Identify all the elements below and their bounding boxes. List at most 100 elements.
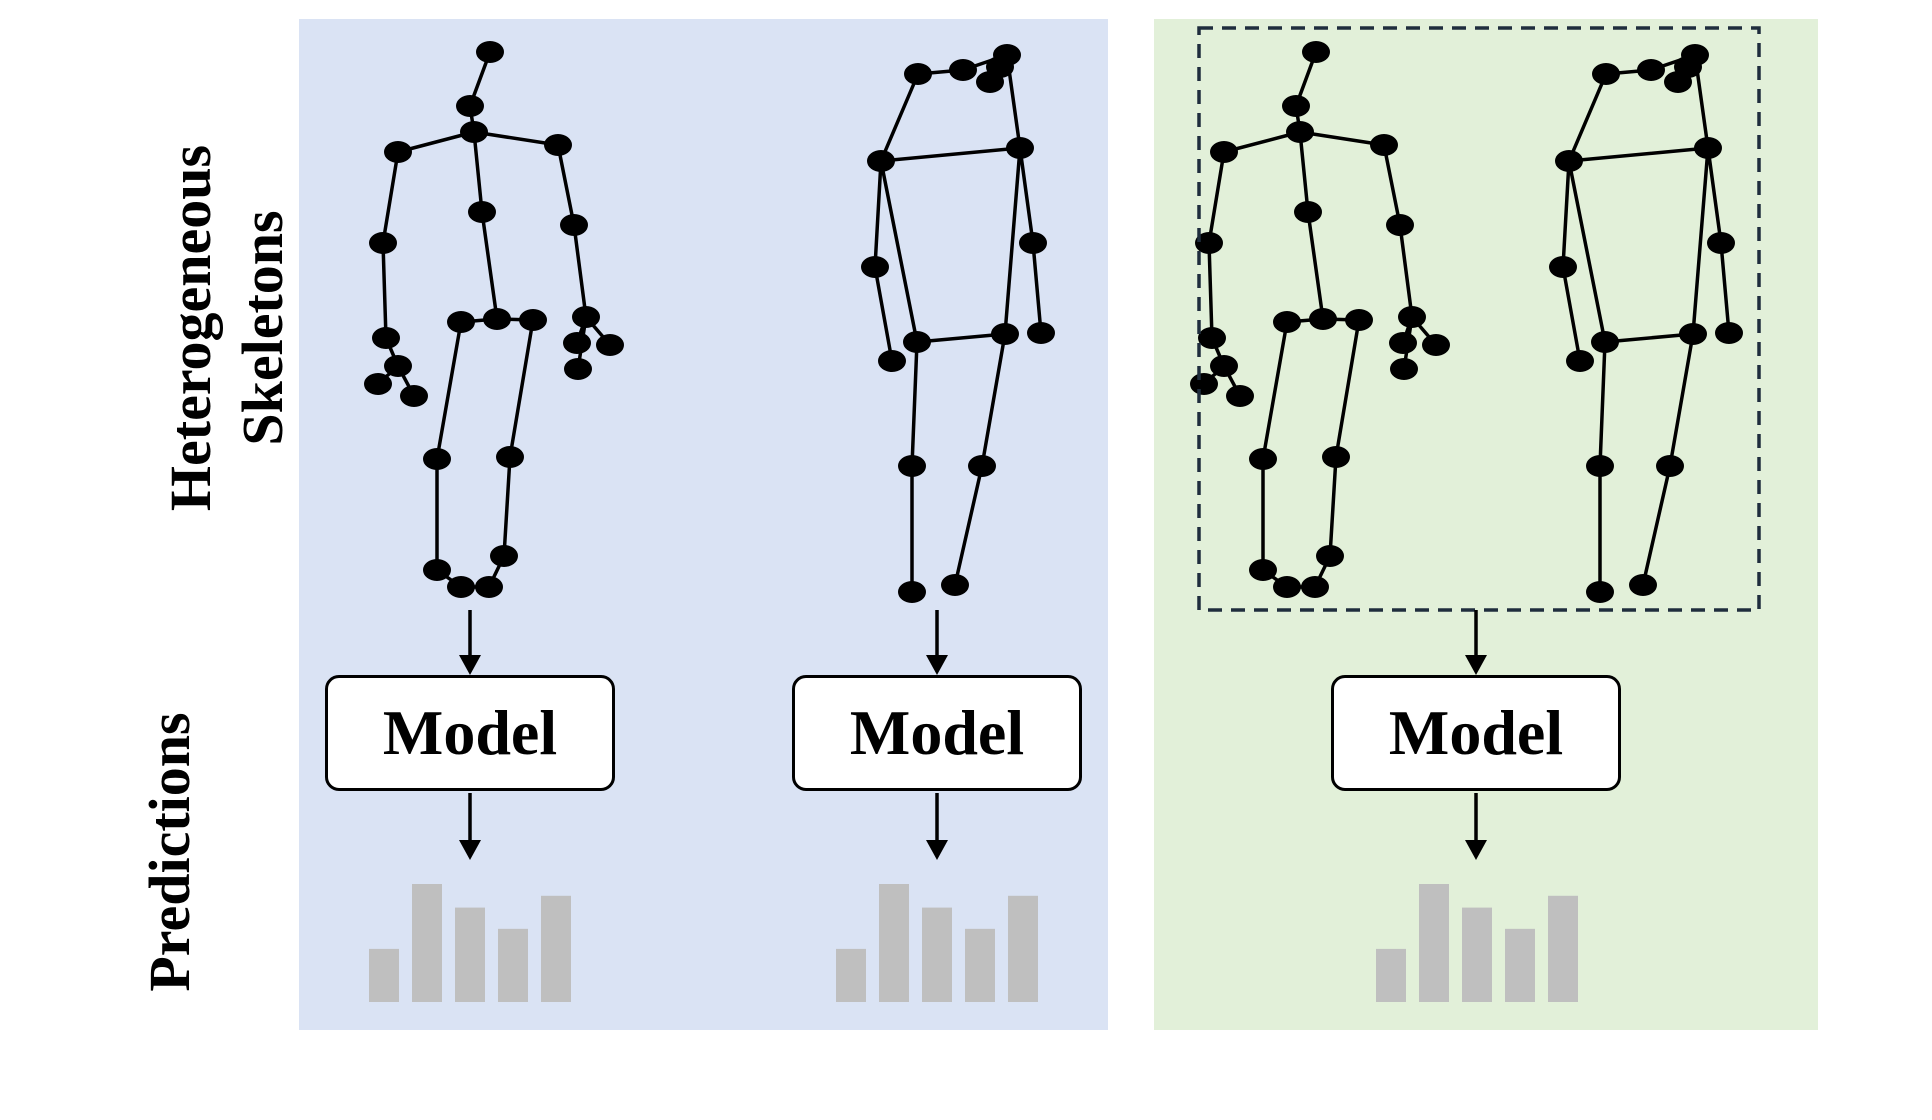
skeleton-b-left-bone-4 [879,146,1022,163]
skeleton-b-left-bone-12 [910,340,919,468]
predictions-1-bar-4 [541,895,571,1002]
skeleton-a-left-joint-24 [475,576,503,598]
skeleton-a-right-joint-6 [1195,232,1223,254]
skeleton-b-right-joint-7 [1549,256,1577,278]
skeleton-a-left-joint-16 [447,311,475,333]
skeleton-a-right-joint-1 [1282,95,1310,117]
skeleton-a-left-joint-13 [563,332,591,354]
model-box-3: Model [1331,675,1621,791]
skeleton-b-left-bone-8 [1031,241,1043,335]
skeleton-b-left-bone-5 [873,159,883,269]
skeleton-b-left-joint-4 [986,56,1014,78]
skeleton-a-left-joint-2 [460,121,488,143]
skeleton-b-right-joint-0 [1592,63,1620,85]
skeleton-a-left-bone-22 [502,455,512,558]
arrow-skeleton-to-model-1-head [459,655,481,675]
skeleton-b-right-bone-3 [1567,72,1608,163]
skeleton-b-right-bone-10 [1691,146,1710,336]
skeleton-b-right-joint-13 [1586,455,1614,477]
skeleton-a-right-bone-15 [1306,210,1325,321]
skeleton-a-left-joint-1 [456,95,484,117]
skeleton-b-right-joint-11 [1591,331,1619,353]
skeleton-b-left-bone-3 [879,72,920,163]
skeleton-a-right-bone-4 [1298,130,1310,214]
predictions-2-bar-0 [836,948,866,1002]
skeleton-a-right-bone-21 [1334,318,1361,459]
skeleton-a-left-bone-15 [480,210,499,321]
skeleton-b-right-joint-8 [1707,232,1735,254]
skeleton-a-right-joint-22 [1316,545,1344,567]
skeleton-a-right-bone-18 [1261,320,1289,461]
skeleton-b-right-joint-10 [1715,322,1743,344]
skeleton-a-right-joint-21 [1249,559,1277,581]
predictions-3-bar-4 [1548,895,1578,1002]
skeleton-b-left-joint-16 [941,574,969,596]
skeleton-b-left-joint-1 [949,59,977,81]
skeleton-a-right-joint-11 [1190,373,1218,395]
skeleton-a-left-joint-18 [519,309,547,331]
skeleton-a-right-joint-8 [1198,327,1226,349]
skeleton-a-right-joint-20 [1322,446,1350,468]
skeleton-a-left-bone-4 [472,130,484,214]
skeleton-b-left-joint-13 [898,455,926,477]
skeleton-a-left-joint-8 [372,327,400,349]
model-box-2: Model [792,675,1082,791]
skeleton-a-left-joint-9 [572,306,600,328]
skeleton-a-right-joint-18 [1345,309,1373,331]
skeleton-b-right-bone-7 [1706,146,1723,245]
skeleton-a-left-joint-3 [384,141,412,163]
skeleton-a-left-joint-12 [400,385,428,407]
skeleton-a-right-joint-17 [1309,308,1337,330]
predictions-3-bar-1 [1419,884,1449,1002]
skeleton-a-left-bone-6 [381,241,388,340]
skeleton-a-right-joint-0 [1302,41,1330,63]
skeleton-b-left-bone-7 [1018,146,1035,245]
skeleton-b-right-joint-15 [1586,581,1614,603]
skeleton-a-right-joint-16 [1273,311,1301,333]
skeleton-a-right-joint-23 [1273,576,1301,598]
skeleton-a-left-joint-6 [369,232,397,254]
skeleton-b-left-bone-6 [873,265,894,363]
skeleton-a-right-bone-11 [1398,223,1414,319]
predictions-2-bar-4 [1008,895,1038,1002]
arrow-model-2-to-predictions-head [926,840,948,860]
skeleton-b-right-bone-8 [1719,241,1731,335]
skeleton-b-right-joint-5 [1555,150,1583,172]
predictions-3-bar-2 [1462,907,1492,1002]
arrow-skeleton-to-model-2-head [926,655,948,675]
skeleton-b-left-bone-10 [1003,146,1022,336]
skeleton-a-left-bone-10 [556,143,576,227]
skeleton-b-right-joint-14 [1656,455,1684,477]
arrow-model-3-to-predictions-head [1465,840,1487,860]
dashed-group-box [1197,26,1761,612]
skeleton-a-left-joint-23 [447,576,475,598]
skeleton-a-left-joint-20 [496,446,524,468]
skeleton-b-left-joint-15 [898,581,926,603]
arrow-model-1-to-predictions-head [459,840,481,860]
predictions-1-bar-3 [498,928,528,1002]
skeleton-a-right-joint-15 [1390,358,1418,380]
skeleton-b-left-joint-11 [903,331,931,353]
skeleton-a-right-joint-5 [1294,201,1322,223]
skeleton-a-left-joint-4 [544,134,572,156]
skeleton-a-left-joint-10 [384,355,412,377]
skeleton-a-left-joint-5 [468,201,496,223]
skeleton-b-right-bone-15 [1641,464,1672,587]
predictions-3-bar-0 [1376,948,1406,1002]
predictions-2-bar-2 [922,907,952,1002]
skeleton-a-left-joint-11 [364,373,392,395]
skeleton-b-left-bone-11 [915,332,1007,344]
separate-models-panel [299,19,1108,1030]
skeleton-b-left-joint-7 [861,256,889,278]
skeleton-b-left-joint-12 [991,323,1019,345]
skeleton-b-left-joint-8 [1019,232,1047,254]
skeleton-a-right-bone-6 [1207,241,1214,340]
skeleton-a-left-joint-7 [560,214,588,236]
skeleton-b-left-bone-9 [879,159,919,344]
skeleton-b-right-bone-12 [1598,340,1607,468]
skeleton-b-left-joint-9 [878,350,906,372]
predictions-2-bar-3 [965,928,995,1002]
skeleton-b-right-joint-6 [1694,137,1722,159]
skeleton-a-left-joint-22 [490,545,518,567]
